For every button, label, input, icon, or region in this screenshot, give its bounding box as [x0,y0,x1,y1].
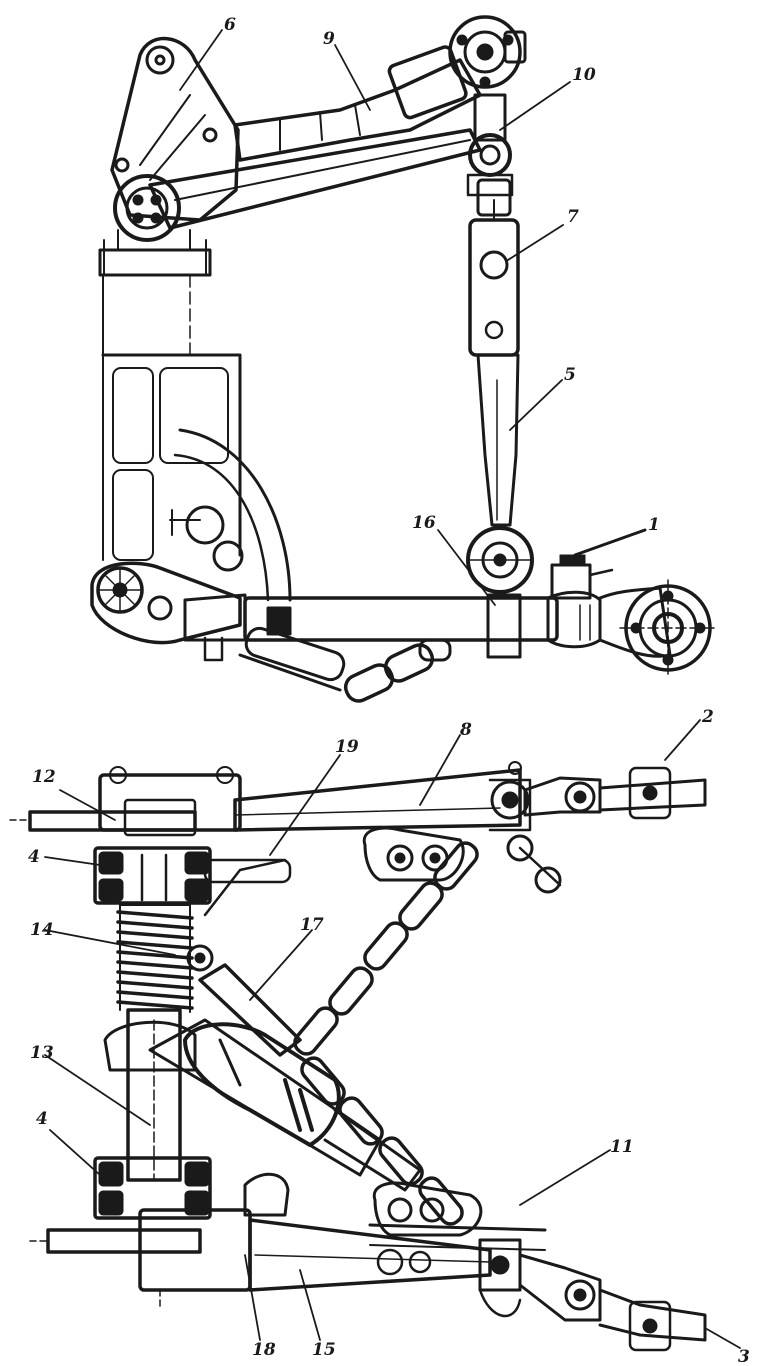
check-chain [293,834,562,1226]
callout-4-upper: 4 [28,847,40,867]
callout-16: 16 [412,513,436,533]
upper-bracket [110,37,240,242]
plan-view [9,761,707,1352]
leader-lines [44,29,741,1349]
upper-arm [148,128,482,230]
callout-6: 6 [224,15,236,35]
callout-labels: 1 2 3 4 4 5 6 7 8 9 10 11 12 13 14 15 16… [28,15,750,1366]
lift-rod-5 [476,353,520,527]
cross-shaft-12 [9,766,242,837]
upper-link-end-2 [523,766,707,820]
lower-link-15 [248,1218,522,1318]
callout-18: 18 [252,1340,276,1360]
rocker-10 [466,93,514,197]
mount-block-4-lower [93,1156,212,1220]
callout-4-lower: 4 [36,1109,48,1129]
callout-12: 12 [32,767,56,787]
lower-link-ball-end [598,579,716,676]
callout-17: 17 [300,915,324,935]
lift-rod-lower-joint [466,526,534,594]
callout-5: 5 [564,365,576,385]
callout-8: 8 [459,720,472,740]
callout-19: 19 [335,737,359,757]
callout-10: 10 [572,65,596,85]
callout-3: 3 [738,1347,750,1366]
mount-block-4-upper [93,846,212,905]
hydraulic-cylinder-9 [233,15,527,162]
bracket-1 [550,554,614,600]
lower-chain [238,626,452,703]
tractor-frame [98,229,292,602]
upper-link-8 [233,761,532,832]
lower-pivot [90,561,242,645]
callout-11: 11 [610,1137,634,1157]
callout-2: 2 [701,707,714,727]
callout-1: 1 [648,515,660,535]
callout-9: 9 [323,29,335,49]
callout-7: 7 [567,207,579,227]
turnbuckle-7 [468,178,520,357]
side-view [90,15,716,703]
lower-cross-shaft [29,1172,290,1311]
callout-14: 14 [30,920,54,940]
callout-15: 15 [312,1340,336,1360]
callout-13: 13 [30,1043,54,1063]
spring-14 [116,858,292,1013]
lower-link-end-3 [518,1253,707,1352]
vertical-post-13 [103,1008,197,1182]
lower-side-plate [368,1181,547,1251]
side-plate [362,826,465,882]
